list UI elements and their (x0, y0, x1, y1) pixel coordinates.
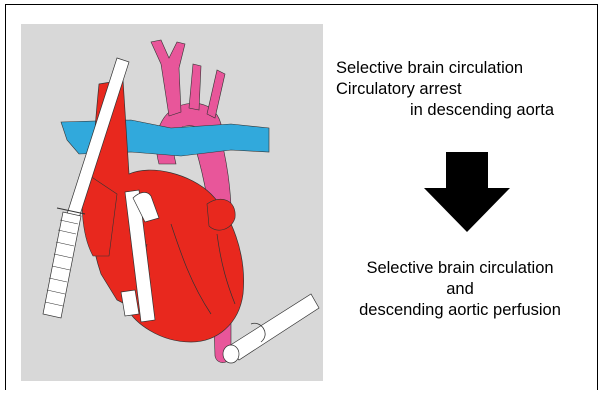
status-before-line-1: Selective brain circulation (336, 58, 596, 79)
down-arrow-icon (424, 152, 510, 232)
status-after-line-1: Selective brain circulation (322, 258, 598, 279)
status-after-line-3: descending aortic perfusion (322, 300, 598, 321)
cannula-insertion (223, 345, 239, 363)
status-after-text: Selective brain circulation and descendi… (322, 258, 598, 321)
status-after-line-2: and (322, 279, 598, 300)
status-before-line-2: Circulatory arrest (336, 79, 596, 100)
status-before-text: Selective brain circulation Circulatory … (336, 58, 596, 121)
status-before-line-3: in descending aorta (336, 100, 596, 121)
heart-illustration (21, 24, 323, 381)
